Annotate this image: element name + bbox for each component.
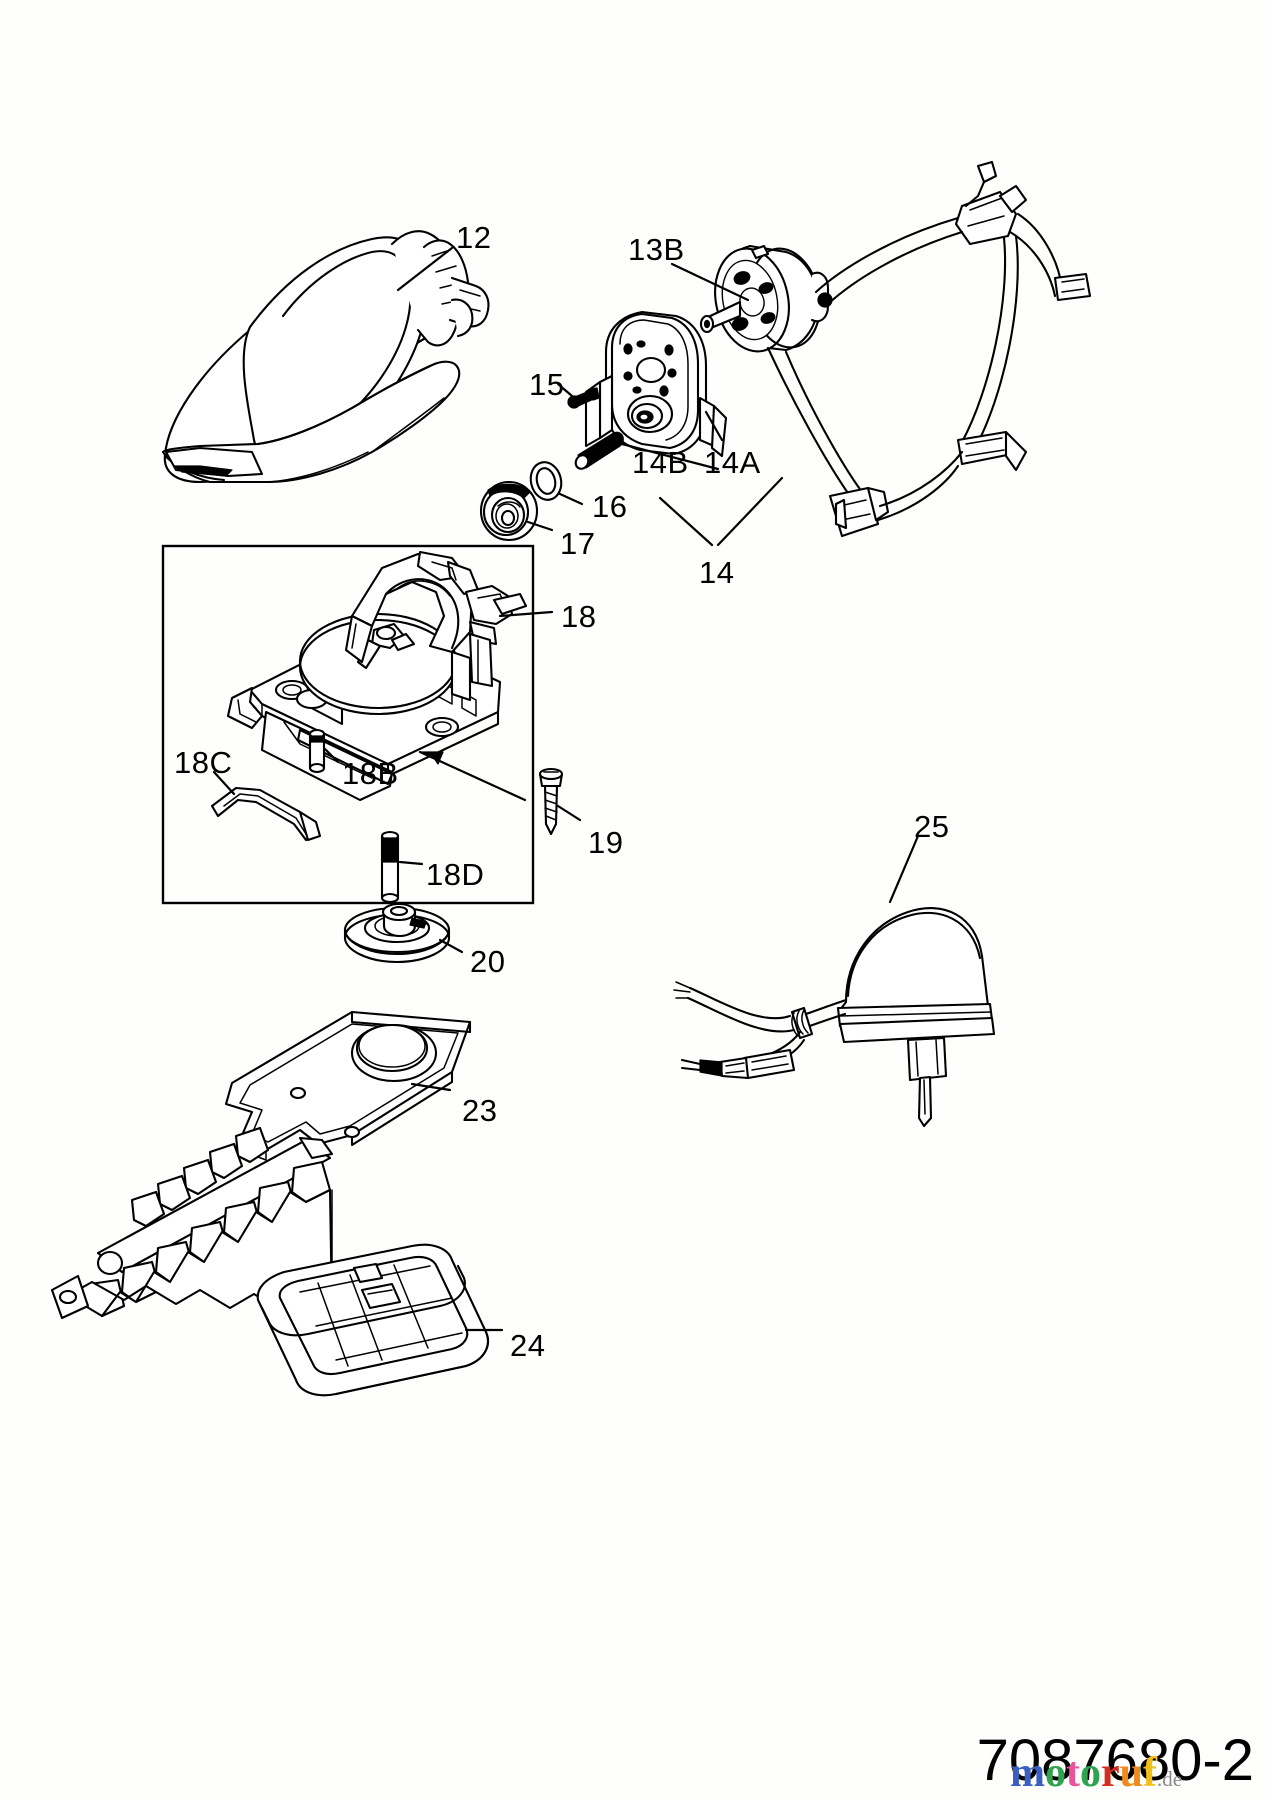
part-14-wiring-harness [766, 160, 1092, 538]
callout-18C: 18C [174, 745, 233, 780]
leader-23 [410, 1082, 452, 1092]
watermark-letter: o [1080, 1750, 1101, 1796]
leader-25 [888, 834, 920, 904]
leader-18C [212, 770, 236, 796]
callout-14A: 14A [704, 445, 761, 480]
watermark-suffix: .de [1157, 1767, 1183, 1791]
part-24-blade-guard-base [256, 1243, 489, 1397]
leader-18D [398, 860, 424, 866]
leader-15 [556, 382, 574, 398]
callout-15: 15 [529, 367, 565, 402]
part-12-front-housing [161, 230, 490, 484]
watermark-letter: o [1045, 1750, 1066, 1796]
callout-18D: 18D [426, 857, 485, 892]
leader-14A [704, 410, 724, 442]
part-14B-dowel-pin [574, 431, 624, 470]
leader-19 [556, 804, 582, 822]
callout-19: 19 [588, 825, 624, 860]
callout-16: 16 [592, 489, 628, 524]
part-18-gearbox-assembly [226, 550, 528, 802]
leader-13B [670, 262, 750, 302]
group-18-box [161, 544, 535, 905]
callout-12: 12 [456, 220, 492, 255]
watermark-letter: m [1010, 1750, 1045, 1796]
part-19-screw [538, 767, 564, 836]
part-13B-motor [699, 244, 833, 353]
callout-14: 14 [699, 555, 735, 590]
watermark-letter: t [1066, 1750, 1080, 1796]
leader-16 [558, 492, 584, 506]
leader-20 [438, 938, 464, 954]
drawing-part-number: 7087680-2 [976, 1728, 1254, 1793]
leader-12 [396, 246, 454, 292]
callout-14B: 14B [632, 445, 689, 480]
watermark-letter: u [1119, 1750, 1144, 1796]
part-18B-roller-pin [308, 728, 326, 774]
callout-18B: 18B [342, 756, 399, 791]
leader-14B [620, 442, 720, 471]
callout-13B: 13B [628, 232, 685, 267]
motoruf-watermark: motoruf.de [1010, 1752, 1182, 1794]
part-20-drive-pulley [343, 902, 451, 964]
leader-17 [526, 520, 554, 532]
callout-23: 23 [462, 1093, 498, 1128]
part-14A-motor-bracket [584, 310, 728, 458]
part-15-screw [567, 387, 600, 409]
part-18C-spring-clip [210, 786, 322, 842]
leader-18B [323, 747, 340, 764]
callout-25: 25 [914, 809, 950, 844]
part-25-charger [673, 907, 996, 1128]
part-16-washer [529, 461, 563, 501]
part-17-bearing [479, 480, 539, 542]
callout-18: 18 [561, 599, 597, 634]
arrowhead-18 [419, 751, 444, 765]
leader-14-right [716, 476, 784, 547]
watermark-letter: r [1101, 1750, 1120, 1796]
leader-14-left [658, 496, 714, 547]
callout-17: 17 [560, 526, 596, 561]
part-18D-long-pin [380, 830, 400, 904]
callout-20: 20 [470, 944, 506, 979]
leader-18 [498, 610, 554, 618]
watermark-letter: f [1143, 1750, 1158, 1796]
part-23-cutter-blade [50, 1010, 472, 1320]
callout-24: 24 [510, 1328, 546, 1363]
